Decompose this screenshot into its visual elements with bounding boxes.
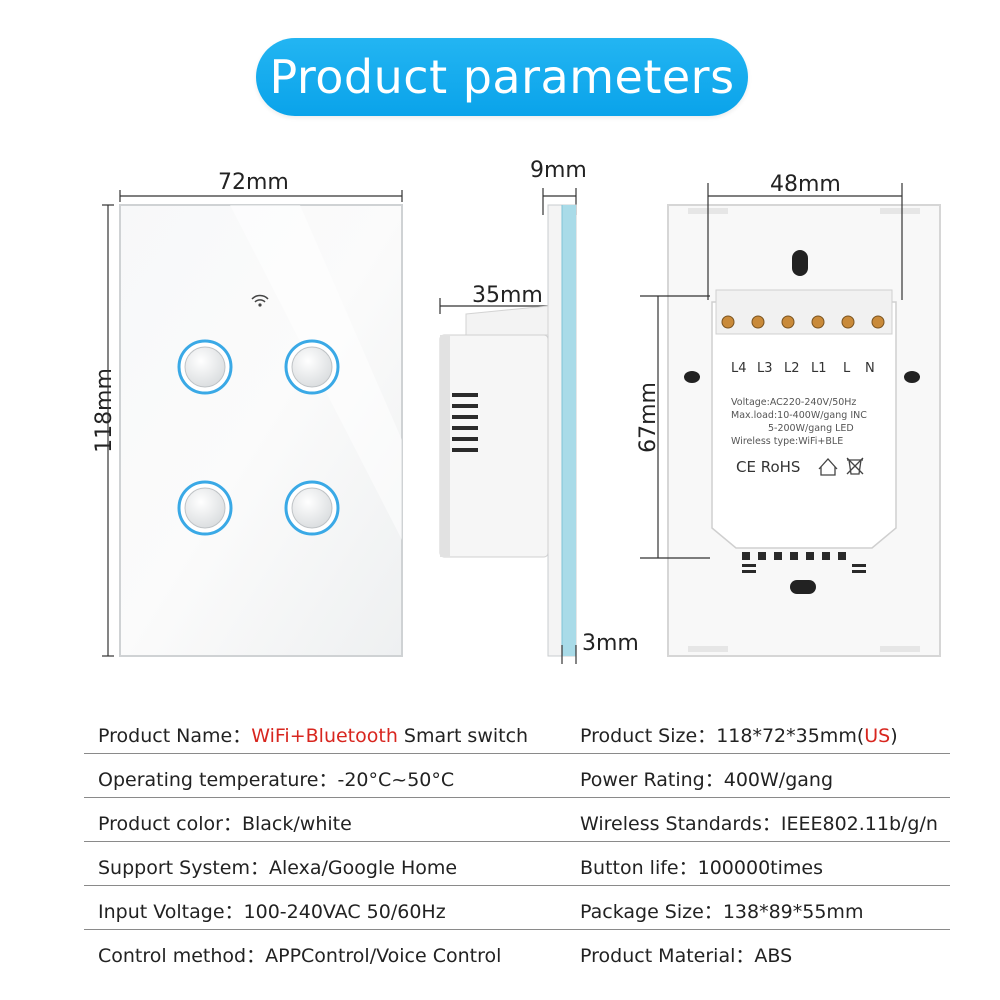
terminal-label: L3 bbox=[757, 361, 773, 376]
dim-glass-label: 3mm bbox=[582, 631, 639, 656]
module-spec-line: Voltage:AC220-240V/50Hz bbox=[731, 397, 856, 408]
spec-right: Button life：100000times bbox=[580, 857, 823, 879]
spec-right: Product Size：118*72*35mm(US) bbox=[580, 725, 898, 747]
side-view bbox=[439, 188, 577, 664]
module-spec-line: 5-200W/gang LED bbox=[768, 423, 854, 434]
terminal-label: L bbox=[843, 361, 851, 376]
title-banner: Product parameters bbox=[256, 38, 748, 116]
spec-right: Wireless Standards：IEEE802.11b/g/n bbox=[580, 813, 938, 835]
front-view bbox=[102, 190, 403, 657]
cert-marks: CE RoHS bbox=[736, 458, 800, 476]
spec-right: Package Size：138*89*55mm bbox=[580, 901, 864, 923]
dim-thickness-label: 9mm bbox=[530, 158, 587, 183]
touch-button-2[interactable] bbox=[284, 339, 340, 395]
dim-spacing-label: 48mm bbox=[770, 172, 841, 197]
spec-left: Product color：Black/white bbox=[98, 813, 352, 835]
spec-right: Power Rating：400W/gang bbox=[580, 769, 834, 791]
module-spec-line: Max.load:10-400W/gang INC bbox=[731, 410, 867, 421]
spec-row: Operating temperature：-20°C~50°C Power R… bbox=[84, 754, 950, 798]
spec-left: Operating temperature：-20°C~50°C bbox=[98, 769, 455, 791]
spec-row: Support System：Alexa/Google Home Button … bbox=[84, 842, 950, 886]
recycle-bin-icon bbox=[846, 457, 864, 475]
spec-row: Product Name：WiFi+Bluetooth Smart switch… bbox=[84, 710, 950, 754]
wifi-icon bbox=[251, 294, 269, 307]
module-spec-line: Wireless type:WiFi+BLE bbox=[731, 436, 843, 447]
page-title: Product parameters bbox=[269, 50, 735, 104]
touch-button-4[interactable] bbox=[284, 480, 340, 536]
spec-row: Input Voltage：100-240VAC 50/60Hz Package… bbox=[84, 886, 950, 930]
spec-left: Control method：APPControl/Voice Control bbox=[98, 945, 502, 967]
house-icon bbox=[818, 458, 838, 476]
spec-row: Control method：APPControl/Voice Control … bbox=[84, 930, 950, 973]
product-drawings: L4 L3 L2 L1 L N Voltage:AC220-240V/50Hz … bbox=[102, 183, 941, 664]
terminal-label: L1 bbox=[811, 361, 827, 376]
terminal-block bbox=[715, 289, 893, 335]
terminal-label: L4 bbox=[731, 361, 747, 376]
back-view: L4 L3 L2 L1 L N Voltage:AC220-240V/50Hz … bbox=[640, 183, 941, 657]
spec-left: Product Name：WiFi+Bluetooth Smart switch bbox=[98, 725, 529, 747]
terminal-label: N bbox=[865, 361, 875, 376]
touch-button-3[interactable] bbox=[177, 480, 233, 536]
dim-width-label: 72mm bbox=[218, 170, 289, 195]
spec-left: Support System：Alexa/Google Home bbox=[98, 857, 458, 879]
dim-depth-label: 35mm bbox=[472, 283, 543, 308]
spec-row: Product color：Black/white Wireless Stand… bbox=[84, 798, 950, 842]
touch-button-1[interactable] bbox=[177, 339, 233, 395]
spec-table: Product Name：WiFi+Bluetooth Smart switch… bbox=[84, 710, 950, 973]
spec-right: Product Material：ABS bbox=[580, 945, 793, 967]
spec-left: Input Voltage：100-240VAC 50/60Hz bbox=[98, 901, 446, 923]
terminal-label: L2 bbox=[784, 361, 800, 376]
